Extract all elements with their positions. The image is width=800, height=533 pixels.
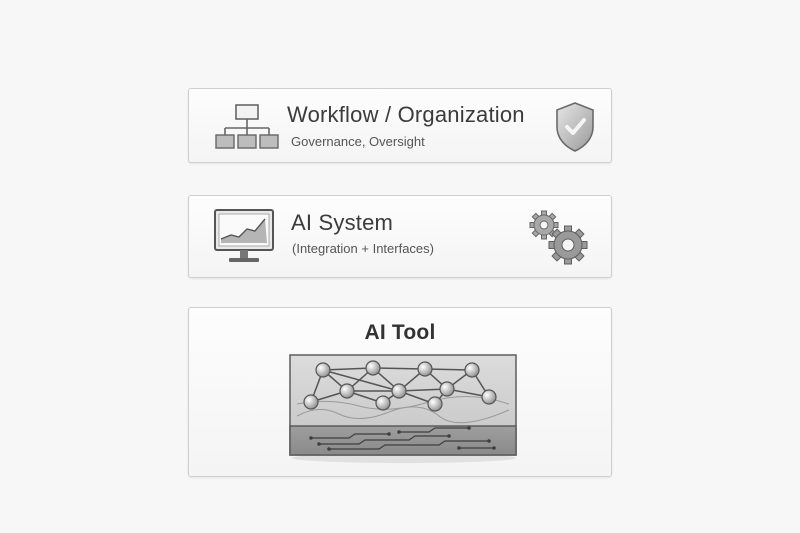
- ai-tool-layer: AI Tool: [188, 307, 612, 477]
- neural-network-chip-icon: [289, 354, 517, 463]
- gears-icon: [529, 210, 588, 265]
- ai-system-layer: AI System (Integration + Interfaces): [188, 195, 612, 278]
- monitor-chart-icon: [214, 209, 274, 262]
- workflow-title: Workflow / Organization: [287, 102, 525, 127]
- workflow-subtitle: Governance, Oversight: [291, 134, 425, 149]
- ai-system-subtitle: (Integration + Interfaces): [292, 241, 434, 256]
- ai-system-title: AI System: [291, 210, 394, 235]
- org-chart-icon: [215, 104, 279, 149]
- ai-tool-title: AI Tool: [364, 321, 436, 344]
- workflow-organization-layer: Workflow / Organization Governance, Over…: [188, 88, 612, 163]
- shield-check-icon: [556, 102, 594, 152]
